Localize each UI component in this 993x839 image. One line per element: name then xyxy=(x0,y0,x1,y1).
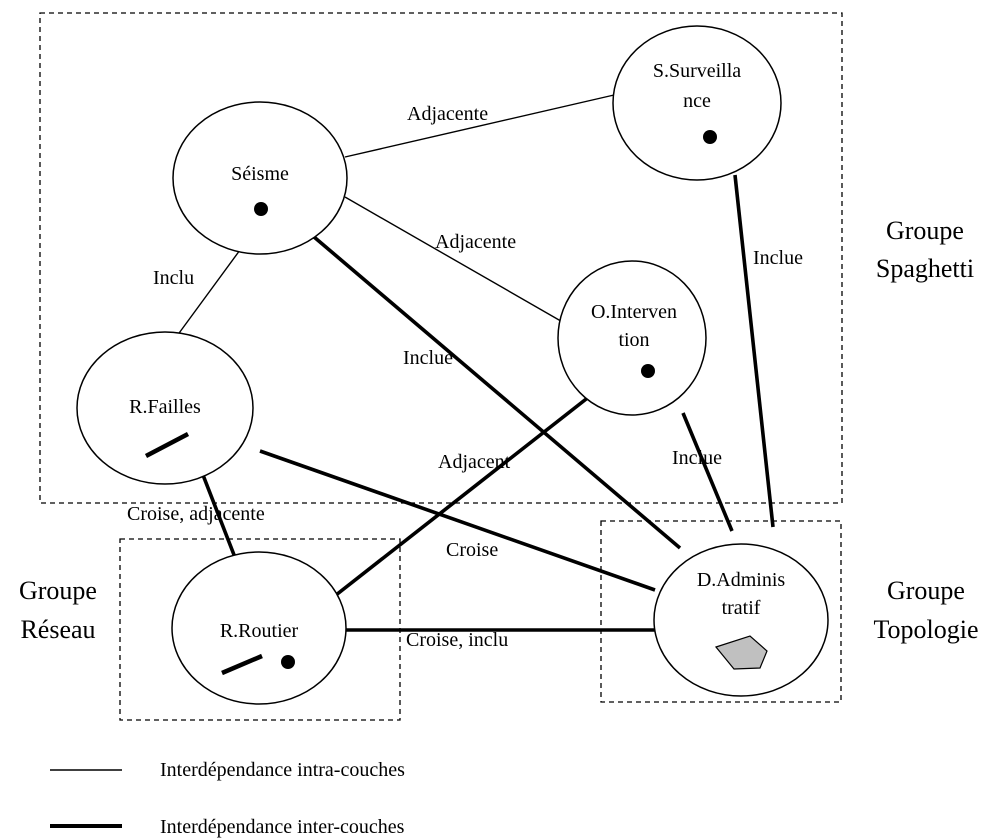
line-feature-icon xyxy=(144,432,190,458)
edge-label-intervention-routier: Adjacent xyxy=(438,451,511,473)
group-label-topologie-line2: Topologie xyxy=(873,615,978,644)
edge-seisme-admin xyxy=(305,229,682,550)
node-label-administratif-line2: tratif xyxy=(722,597,761,619)
point-icon xyxy=(281,655,295,669)
edge-label-seisme-failles: Inclu xyxy=(153,267,194,289)
point-icon xyxy=(254,202,268,216)
edge-seisme-surveillance xyxy=(344,94,615,158)
node-label-surveillance-line2: nce xyxy=(683,90,711,112)
node-label-intervention-line2: tion xyxy=(618,329,649,351)
group-box-spaghetti xyxy=(39,12,843,504)
node-label-surveillance-line1: S.Surveilla xyxy=(653,60,741,82)
point-icon xyxy=(703,130,717,144)
node-label-administratif-line1: D.Adminis xyxy=(697,569,786,591)
edge-intervention-admin xyxy=(681,412,734,532)
group-box-topologie xyxy=(600,520,842,703)
edge-failles-admin xyxy=(259,449,656,592)
legend-label-inter: Interdépendance inter-couches xyxy=(160,816,405,838)
node-failles: R.Failles xyxy=(76,331,254,485)
group-label-reseau-line1: Groupe xyxy=(19,576,97,605)
edge-label-seisme-admin: Inclue xyxy=(403,347,453,369)
point-icon xyxy=(641,364,655,378)
edge-label-failles-routier: Croise, adjacente xyxy=(127,503,265,525)
edge-failles-routier xyxy=(201,474,238,561)
legend-label-intra: Interdépendance intra-couches xyxy=(160,759,405,781)
group-label-reseau-line2: Réseau xyxy=(20,615,95,644)
edge-seisme-failles xyxy=(173,249,241,341)
node-seisme: Séisme xyxy=(172,101,348,255)
edge-seisme-intervention xyxy=(344,196,567,325)
group-label-topologie-line1: Groupe xyxy=(887,576,965,605)
node-surveillance: S.Surveilla nce xyxy=(612,25,782,181)
edge-label-failles-admin: Croise xyxy=(446,539,498,561)
legend: Interdépendance intra-couches Interdépen… xyxy=(50,759,405,838)
group-label-spaghetti-line1: Groupe xyxy=(886,216,964,245)
polygon-feature-icon xyxy=(714,635,768,670)
edge-label-routier-admin: Croise, inclu xyxy=(406,629,508,651)
line-feature-icon xyxy=(221,653,263,676)
edge-label-intervention-admin: Inclue xyxy=(672,447,722,469)
group-label-spaghetti-line2: Spaghetti xyxy=(876,254,974,283)
node-label-seisme: Séisme xyxy=(231,163,289,185)
node-routier: R.Routier xyxy=(171,551,347,705)
edge-surveillance-admin xyxy=(733,174,775,528)
node-intervention: O.Interven tion xyxy=(557,260,707,416)
edge-label-seisme-intervention: Adjacente xyxy=(435,231,516,253)
node-label-failles: R.Failles xyxy=(129,396,201,418)
edge-label-surveillance-admin: Inclue xyxy=(753,247,803,269)
node-label-routier: R.Routier xyxy=(220,620,299,642)
node-administratif: D.Adminis tratif xyxy=(653,543,829,697)
edge-intervention-routier xyxy=(334,394,592,597)
node-label-intervention-line1: O.Interven xyxy=(591,301,677,323)
edge-label-seisme-surveillance: Adjacente xyxy=(407,103,488,125)
